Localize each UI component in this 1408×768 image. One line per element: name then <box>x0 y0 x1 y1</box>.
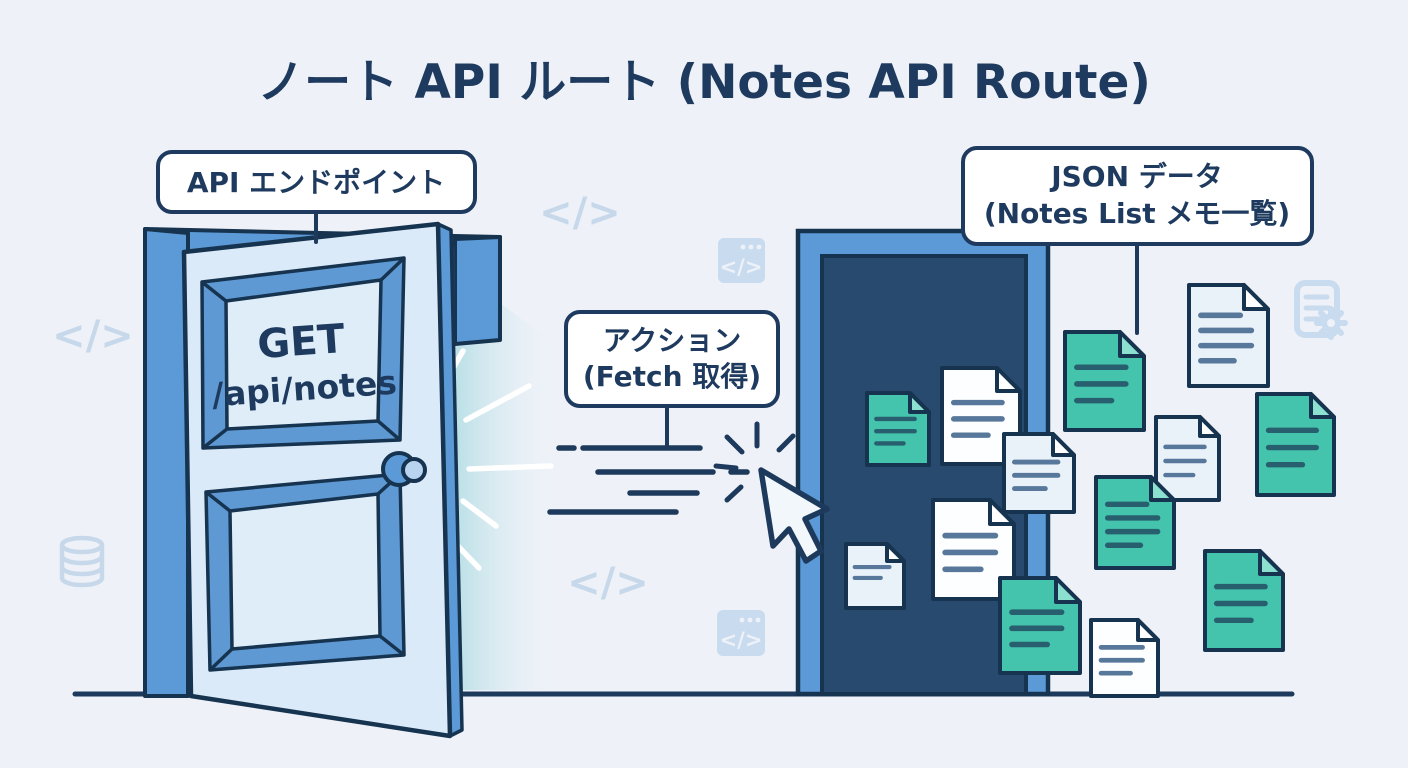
endpoint-door: GET /api/notes <box>143 221 502 739</box>
click-spark-icon <box>713 421 796 503</box>
code-brackets-icon: </> <box>567 560 649 606</box>
connectors <box>314 210 1139 450</box>
motion-lines <box>547 445 750 515</box>
note-document <box>844 542 906 610</box>
decorative-icons: </> </> </> </> </> <box>52 190 1348 656</box>
code-brackets-icon: </> <box>539 190 621 236</box>
doorknob <box>381 451 427 487</box>
light-beam <box>449 264 562 690</box>
doorway-interior <box>820 254 1028 696</box>
action-label-line2: (Fetch 取得) <box>583 360 761 393</box>
database-icon <box>59 535 105 588</box>
note-document <box>1203 549 1285 652</box>
note-document <box>1255 392 1336 497</box>
document-gear-icon <box>1294 280 1348 340</box>
result-doorway <box>795 228 1051 697</box>
api-endpoint-label-text: API エンドポイント <box>187 166 445 199</box>
note-document <box>1089 618 1160 698</box>
note-document <box>1094 475 1176 570</box>
action-label: アクション (Fetch 取得) <box>564 310 780 408</box>
note-document <box>1002 432 1076 514</box>
json-data-label-line2: (Notes List メモ一覧) <box>984 197 1290 230</box>
door-top-panel <box>200 256 406 450</box>
api-endpoint-label: API エンドポイント <box>156 150 477 214</box>
note-document <box>1154 415 1221 502</box>
note-document <box>931 498 1016 601</box>
notes-layer <box>844 283 1336 698</box>
json-data-label-line1: JSON データ <box>1049 160 1223 193</box>
door-method-text: GET <box>256 316 347 368</box>
code-window-icon: </> <box>717 610 765 656</box>
cursor-icon <box>758 467 830 564</box>
note-document <box>865 391 931 467</box>
note-document <box>998 576 1082 675</box>
note-document <box>1187 283 1270 388</box>
page-title: ノート API ルート (Notes API Route) <box>257 55 1151 110</box>
svg-text:</>: </> <box>720 255 763 279</box>
note-document <box>1063 330 1146 432</box>
json-data-label: JSON データ (Notes List メモ一覧) <box>961 146 1314 246</box>
code-brackets-icon: </> <box>52 313 134 359</box>
gear-icon <box>1314 306 1348 340</box>
code-window-icon: </> <box>718 238 765 283</box>
action-label-line1: アクション <box>603 324 742 357</box>
note-document <box>940 366 1022 466</box>
svg-text:</>: </> <box>720 628 763 652</box>
door-bottom-panel <box>204 472 406 672</box>
